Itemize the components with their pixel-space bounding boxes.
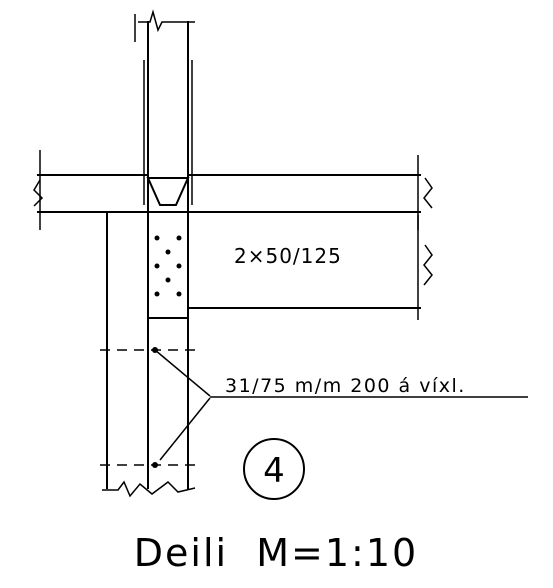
leader-lines bbox=[154, 349, 528, 461]
tapered-wedge bbox=[146, 177, 190, 206]
horizontal-beam-right bbox=[187, 155, 433, 230]
nail-note-label: 31/75 m/m 200 á víxl. bbox=[225, 375, 466, 397]
horizontal-beam-left bbox=[33, 150, 149, 230]
connector-dots bbox=[154, 235, 182, 297]
double-member-2x50-125 bbox=[147, 211, 433, 320]
vertical-post-lower bbox=[102, 317, 196, 498]
drawing-title: Deili M=1:10 bbox=[134, 531, 418, 575]
vertical-post-upper bbox=[134, 9, 195, 319]
detail-number: 4 bbox=[263, 451, 285, 491]
detail-number-marker: 4 bbox=[243, 438, 305, 500]
member-size-label: 2×50/125 bbox=[234, 244, 342, 268]
